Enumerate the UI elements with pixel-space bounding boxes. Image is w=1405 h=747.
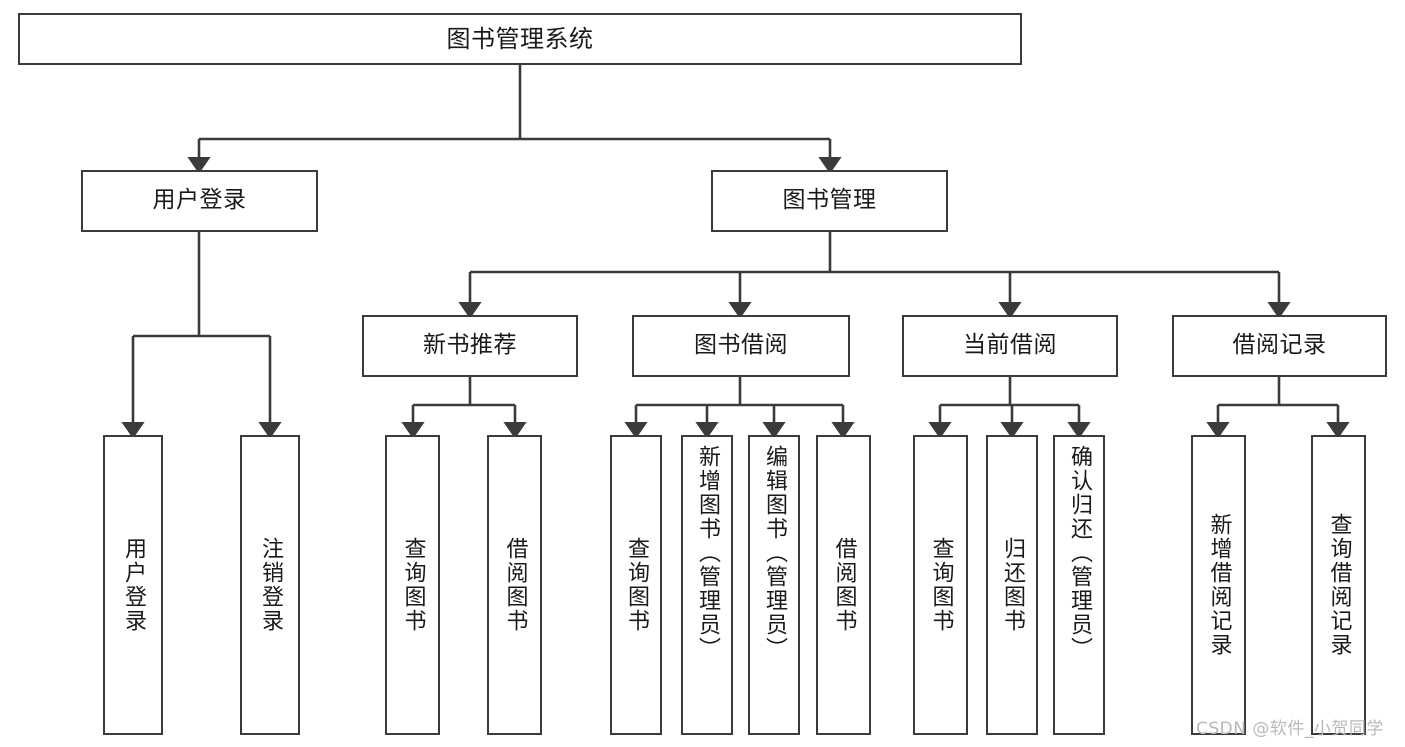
leaf-confirm-return-admin-label: 确认归还（管理员） (1067, 445, 1092, 661)
node-book-borrow[interactable]: 图书借阅 (632, 315, 850, 377)
leaf-user-login-label: 用户登录 (121, 537, 146, 633)
leaf-edit-book-admin[interactable]: 编辑图书（管理员） (748, 435, 800, 735)
leaf-query-books-borrow[interactable]: 查询图书 (610, 435, 662, 735)
leaf-borrow-books-recommend[interactable]: 借阅图书 (487, 435, 542, 735)
leaf-logout-label: 注销登录 (258, 537, 283, 633)
node-root-book-management-system[interactable]: 图书管理系统 (18, 13, 1022, 65)
node-current-borrow[interactable]: 当前借阅 (902, 315, 1118, 377)
node-user-login-label: 用户登录 (152, 187, 247, 214)
node-book-borrow-label: 图书借阅 (694, 332, 788, 359)
node-borrow-record-label: 借阅记录 (1232, 332, 1327, 359)
leaf-query-borrow-record[interactable]: 查询借阅记录 (1311, 435, 1366, 735)
leaf-add-book-admin-label: 新增图书（管理员） (695, 445, 720, 661)
leaf-query-borrow-record-label: 查询借阅记录 (1326, 513, 1352, 657)
leaf-logout[interactable]: 注销登录 (240, 435, 300, 735)
node-user-login[interactable]: 用户登录 (81, 170, 318, 232)
leaf-edit-book-admin-label: 编辑图书（管理员） (762, 445, 787, 661)
leaf-query-books-recommend[interactable]: 查询图书 (385, 435, 440, 735)
leaf-user-login[interactable]: 用户登录 (103, 435, 163, 735)
leaf-query-books-recommend-label: 查询图书 (400, 537, 426, 633)
leaf-borrow-books-recommend-label: 借阅图书 (502, 537, 528, 633)
node-book-management-label: 图书管理 (782, 187, 877, 214)
node-current-borrow-label: 当前借阅 (963, 332, 1057, 359)
csdn-watermark: CSDN @软件_小贺同学 (1196, 719, 1384, 739)
node-new-book-recommend[interactable]: 新书推荐 (362, 315, 578, 377)
node-book-management[interactable]: 图书管理 (711, 170, 948, 232)
leaf-add-book-admin[interactable]: 新增图书（管理员） (681, 435, 733, 735)
leaf-borrow-book-label: 借阅图书 (831, 537, 857, 633)
leaf-return-book-label: 归还图书 (1000, 537, 1025, 633)
leaf-query-books-borrow-label: 查询图书 (624, 537, 649, 633)
leaf-return-book[interactable]: 归还图书 (986, 435, 1038, 735)
node-root-label: 图书管理系统 (446, 24, 594, 53)
leaf-borrow-book[interactable]: 借阅图书 (816, 435, 871, 735)
leaf-add-borrow-record-label: 新增借阅记录 (1206, 513, 1232, 657)
leaf-add-borrow-record[interactable]: 新增借阅记录 (1191, 435, 1246, 735)
leaf-query-books-current[interactable]: 查询图书 (913, 435, 968, 735)
leaf-confirm-return-admin[interactable]: 确认归还（管理员） (1053, 435, 1105, 735)
node-new-book-recommend-label: 新书推荐 (423, 332, 517, 359)
node-borrow-record[interactable]: 借阅记录 (1172, 315, 1387, 377)
leaf-query-books-current-label: 查询图书 (928, 537, 954, 633)
